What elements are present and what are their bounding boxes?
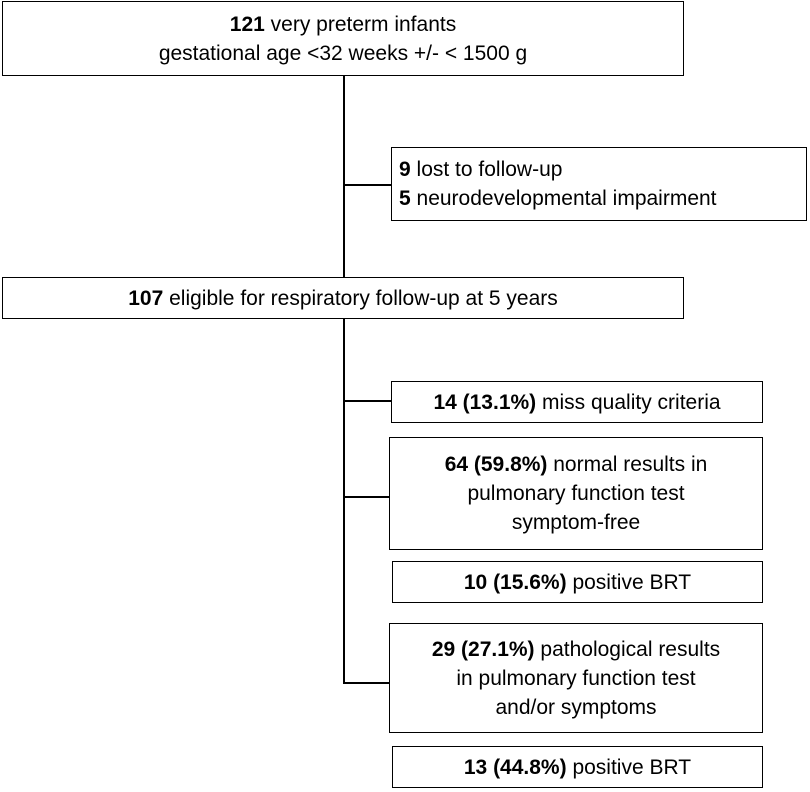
box-line: 10 (15.6%) positive BRT [463, 570, 692, 594]
box-line: symptom-free [511, 511, 641, 534]
box-line: 9 lost to follow-up [399, 158, 563, 181]
box-line: 5 neurodevelopmental impairment [399, 187, 717, 210]
branch-line-quality [343, 400, 391, 402]
eligible-box: 107 eligible for respiratory follow-up a… [2, 277, 684, 319]
box-line: pulmonary function test [467, 482, 685, 505]
branch-line-excluded [343, 184, 391, 186]
normal-results-box: 64 (59.8%) normal results in pulmonary f… [389, 437, 763, 550]
branch-line-normal [343, 496, 391, 498]
box-line: 64 (59.8%) normal results in [444, 453, 708, 476]
trunk-line-top [343, 75, 345, 278]
total-infants-box: 121 very preterm infants gestational age… [2, 1, 684, 76]
box-line: gestational age <32 weeks +/- < 1500 g [158, 41, 528, 65]
box-line: 107 eligible for respiratory follow-up a… [128, 286, 558, 310]
box-line: in pulmonary function test [456, 666, 696, 690]
branch-line-pathological [343, 682, 391, 684]
box-line: 14 (13.1%) miss quality criteria [433, 390, 721, 414]
box-line: 121 very preterm infants [229, 12, 457, 36]
trunk-line-bottom [343, 318, 345, 683]
box-line: and/or symptoms [495, 695, 657, 719]
normal-positive-brt-box: 10 (15.6%) positive BRT [392, 561, 763, 603]
box-line: 29 (27.1%) pathological results [431, 637, 721, 661]
box-line: 13 (44.8%) positive BRT [463, 755, 692, 779]
pathological-positive-brt-box: 13 (44.8%) positive BRT [392, 746, 763, 788]
quality-criteria-box: 14 (13.1%) miss quality criteria [391, 381, 763, 423]
excluded-box: 9 lost to follow-up 5 neurodevelopmental… [391, 147, 807, 221]
pathological-results-box: 29 (27.1%) pathological results in pulmo… [389, 623, 763, 733]
